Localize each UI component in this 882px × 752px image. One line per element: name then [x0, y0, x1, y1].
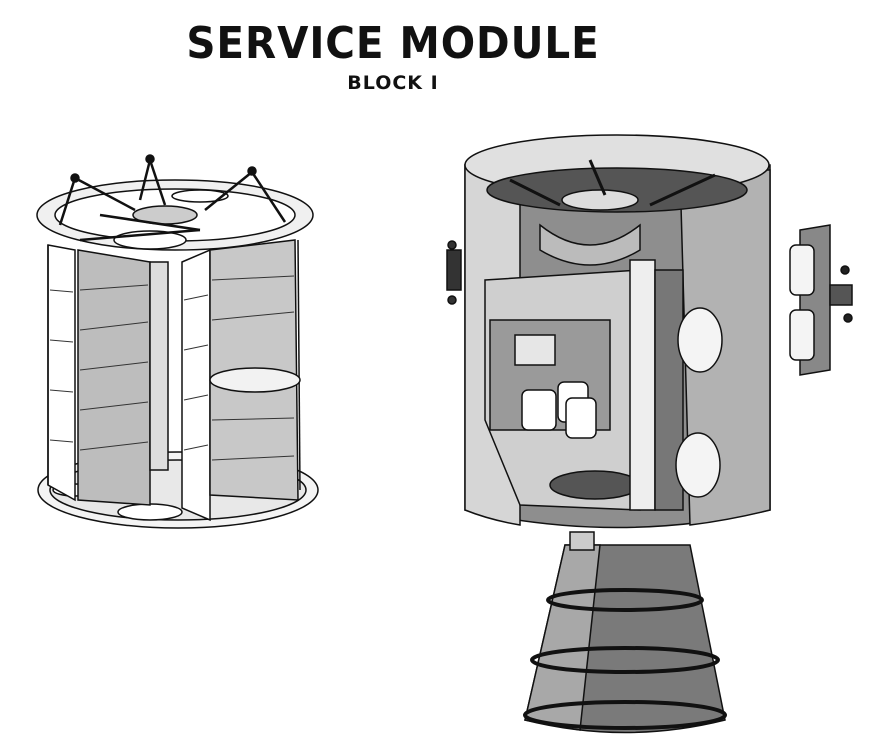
thruster-quad-left [446, 240, 462, 305]
structure-frame-illustration [36, 154, 319, 529]
page-subtitle: BLOCK I [347, 72, 439, 94]
cutaway-module-illustration [446, 134, 853, 734]
page-title: SERVICE MODULE [186, 18, 600, 69]
thruster-quad-right [789, 224, 853, 376]
